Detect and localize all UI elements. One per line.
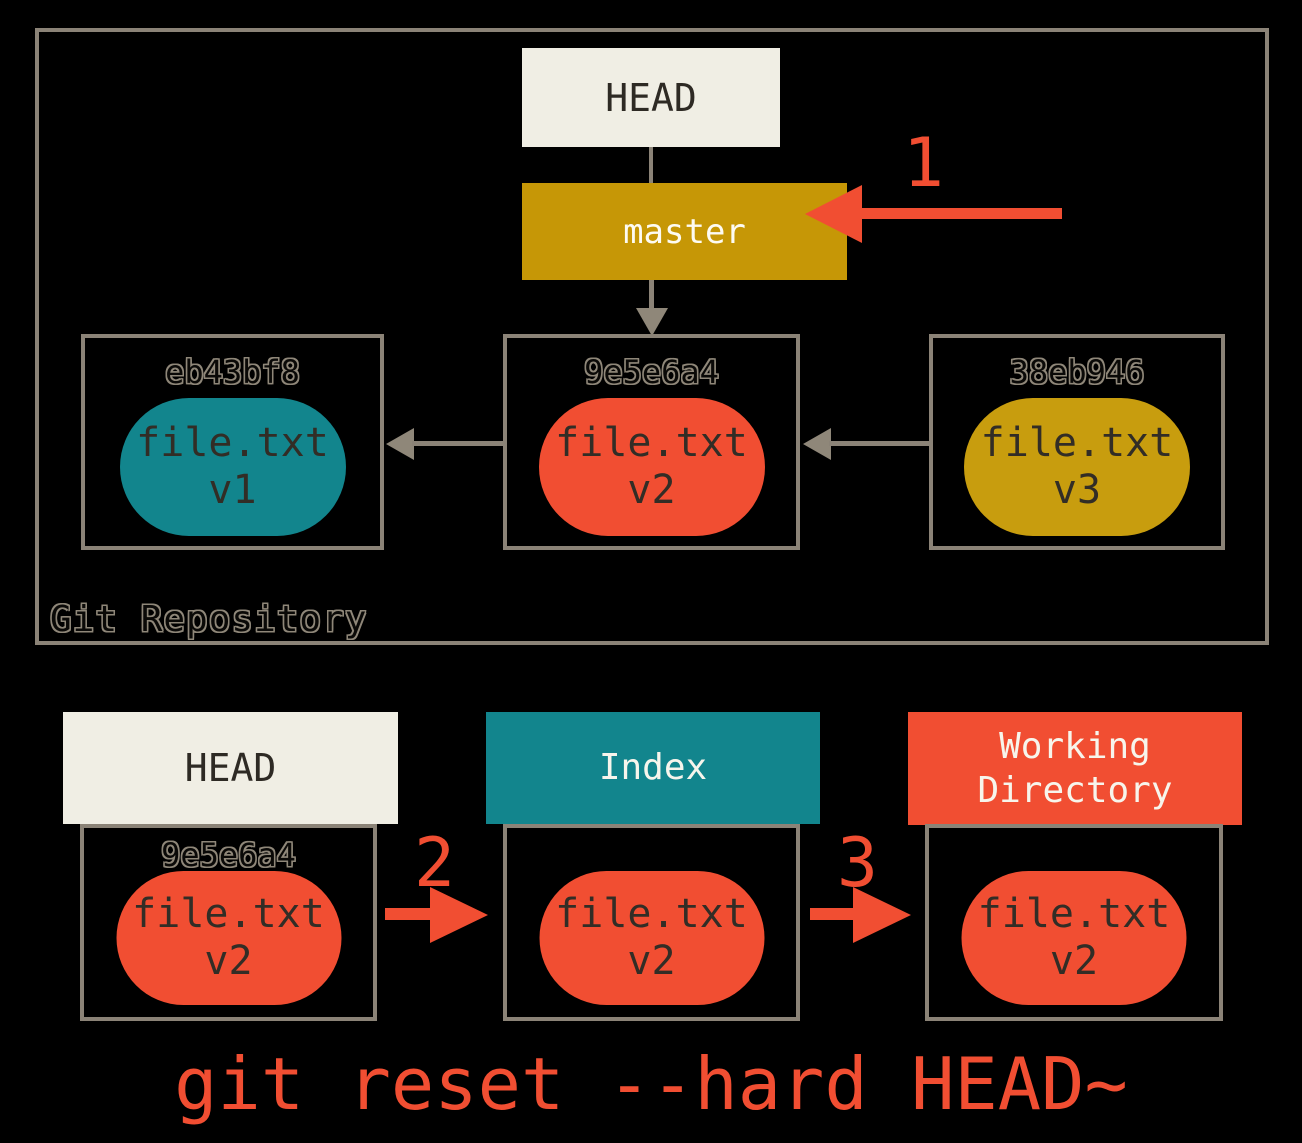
index-area-header: Index — [486, 712, 820, 824]
master-to-commit-arrow-head-icon — [636, 308, 668, 336]
blob-file-version: v1 — [208, 467, 257, 513]
parent-arrow-shaft — [412, 441, 503, 446]
commit-hash: 9e5e6a4 — [584, 353, 719, 391]
master-to-commit-connector — [649, 280, 654, 310]
head-area-box: 9e5e6a4 file.txt v2 — [80, 824, 377, 1021]
parent-arrow-head-icon — [803, 428, 831, 460]
head-to-master-connector — [649, 147, 653, 183]
blob-file-version: v2 — [627, 467, 676, 513]
working-directory-area-header: Working Directory — [908, 712, 1242, 825]
head-ref-label: HEAD — [605, 75, 697, 120]
commit-box-38eb946: 38eb946 file.txt v3 — [929, 334, 1225, 550]
commit-box-eb43bf8: eb43bf8 file.txt v1 — [81, 334, 384, 550]
blob-file-version: v3 — [1052, 467, 1102, 513]
file-blob-v1: file.txt v1 — [119, 398, 346, 536]
step-1-number: 1 — [903, 124, 944, 203]
head-area-header: HEAD — [63, 712, 398, 824]
blob-file-name: file.txt — [555, 420, 748, 466]
head-area-file-blob: file.txt v2 — [116, 871, 341, 1005]
step-2-arrow-shaft — [385, 908, 432, 920]
working-directory-file-blob: file.txt v2 — [961, 871, 1187, 1005]
index-area-box: file.txt v2 — [503, 824, 800, 1021]
step-3-arrow-head-icon — [853, 887, 911, 943]
step-1-arrow-head-icon — [805, 185, 862, 243]
working-directory-area-label: Working Directory — [977, 725, 1173, 811]
blob-file-name: file.txt — [132, 891, 325, 937]
commit-hash: eb43bf8 — [165, 353, 300, 391]
git-repository-label: Git Repository — [50, 599, 368, 640]
commit-box-9e5e6a4: 9e5e6a4 file.txt v2 — [503, 334, 800, 550]
blob-file-name: file.txt — [980, 420, 1174, 466]
command-caption: git reset --hard HEAD~ — [174, 1042, 1128, 1126]
blob-file-version: v2 — [204, 938, 253, 984]
blob-file-version: v2 — [627, 938, 676, 984]
blob-file-name: file.txt — [977, 891, 1171, 937]
working-directory-area-box: file.txt v2 — [925, 824, 1223, 1021]
blob-file-version: v2 — [1049, 938, 1099, 984]
step-1-arrow-shaft — [860, 208, 1062, 219]
parent-arrow-head-icon — [386, 428, 414, 460]
head-area-hash: 9e5e6a4 — [161, 836, 296, 874]
file-blob-v3: file.txt v3 — [964, 398, 1190, 536]
step-2-number: 2 — [414, 824, 455, 903]
file-blob-v2: file.txt v2 — [538, 398, 765, 536]
step-3-arrow-shaft — [810, 908, 855, 920]
step-3-number: 3 — [837, 824, 878, 903]
master-branch-label: master — [623, 211, 746, 252]
head-area-label: HEAD — [184, 746, 277, 790]
parent-arrow-shaft — [829, 441, 929, 446]
blob-file-name: file.txt — [136, 420, 329, 466]
master-branch-box: master — [522, 183, 847, 280]
head-ref-box: HEAD — [522, 48, 780, 147]
index-area-file-blob: file.txt v2 — [539, 871, 764, 1005]
git-repository-box — [35, 28, 1269, 645]
index-area-label: Index — [598, 747, 708, 788]
blob-file-name: file.txt — [555, 891, 748, 937]
commit-hash: 38eb946 — [1009, 353, 1145, 391]
step-2-arrow-head-icon — [430, 887, 488, 943]
